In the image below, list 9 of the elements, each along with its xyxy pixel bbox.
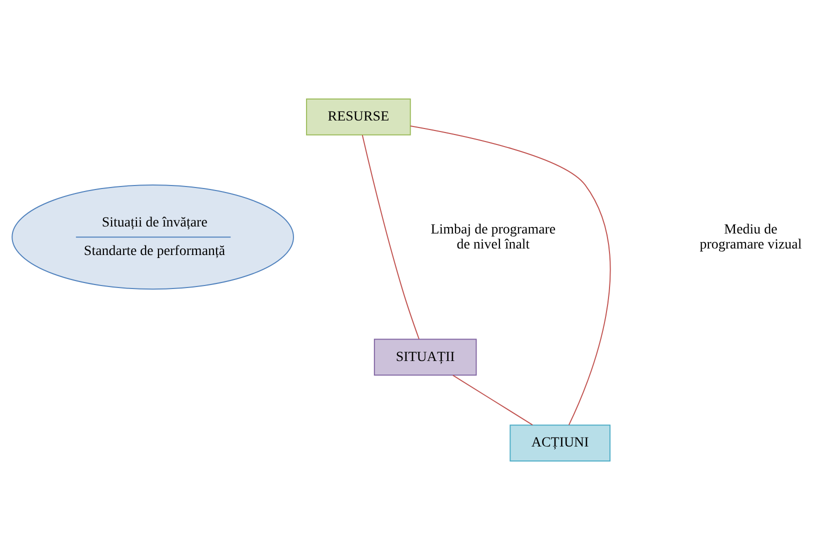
node-box: ACȚIUNI: [510, 424, 610, 461]
label: Limbaj de programare de nivel înalt: [430, 222, 556, 252]
connector: [362, 134, 420, 339]
label: Mediu de programare vizual: [700, 222, 802, 252]
node-ellipse: Situații de învățare Standarte de performanță: [12, 184, 294, 290]
node-box: SITUAȚII: [374, 338, 477, 376]
connector: [410, 124, 611, 425]
node-box: RESURSE: [306, 98, 411, 135]
connector: [452, 374, 534, 425]
